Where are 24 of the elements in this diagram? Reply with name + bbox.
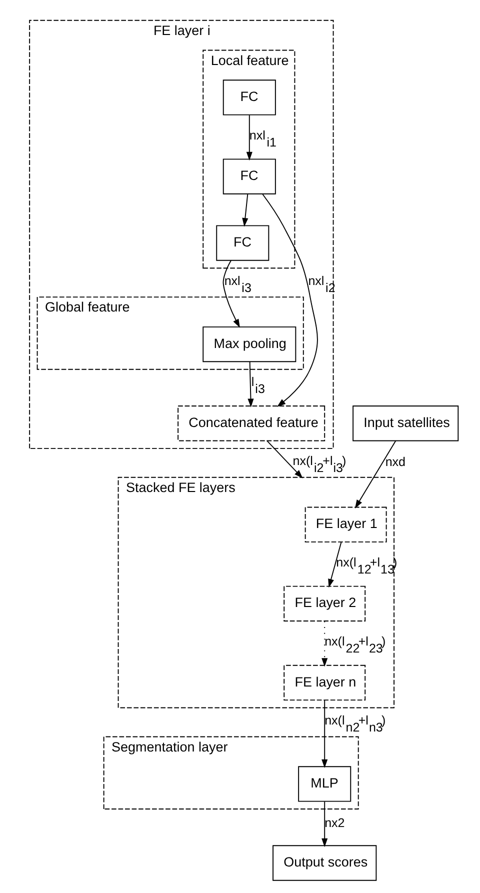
arrow: [242, 194, 248, 227]
node-box: MLP: [298, 766, 352, 802]
node-box: FE layer n: [284, 664, 366, 701]
node-box: FC: [222, 80, 276, 116]
arrow: [322, 801, 328, 848]
node-box: Input satellites: [352, 406, 459, 442]
arrow: [222, 260, 240, 328]
arrow: [248, 362, 254, 408]
edge-label: nxd: [385, 455, 406, 470]
arrow: [354, 440, 396, 508]
node-box: Output scores: [272, 845, 377, 881]
node-box: Max pooling: [202, 326, 296, 362]
node-box: FC: [216, 225, 270, 261]
node-box: FE layer 1: [304, 506, 387, 542]
node-box: Concatenated feature: [178, 406, 326, 442]
arrow: [322, 620, 328, 667]
arrow: [246, 114, 252, 161]
arrow: [262, 194, 318, 407]
edge-label: nx2: [324, 816, 345, 830]
arrow: [322, 700, 328, 768]
node-box: FE layer 2: [284, 586, 366, 622]
arrow: [266, 440, 303, 478]
arrow: [328, 542, 342, 588]
node-box: FC: [222, 158, 276, 194]
